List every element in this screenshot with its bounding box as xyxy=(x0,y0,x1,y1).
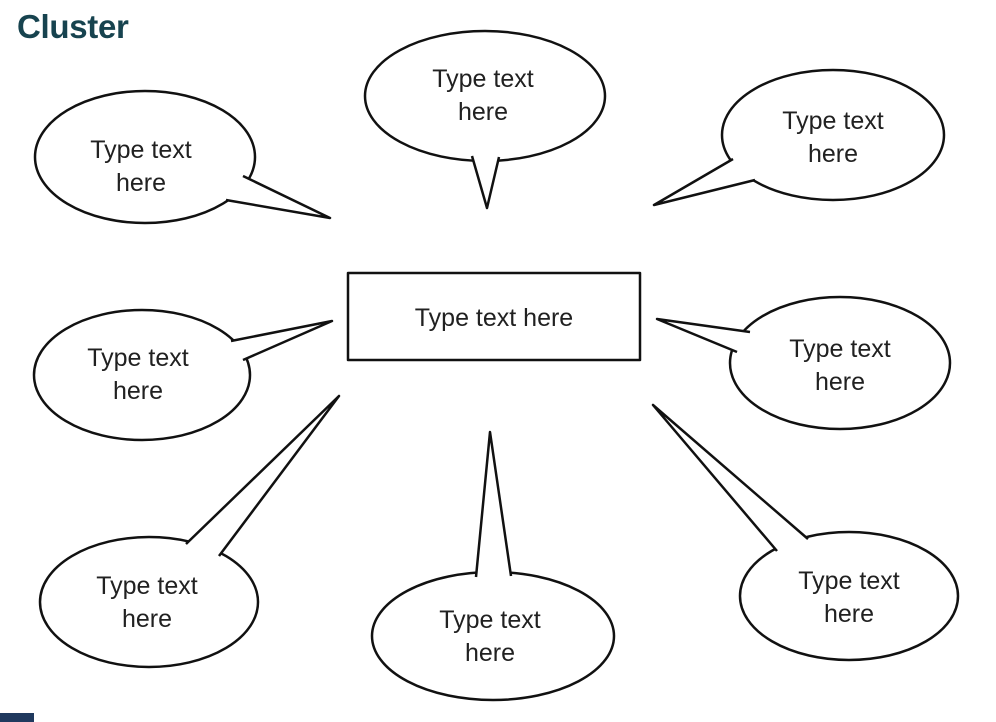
bubble-placeholder-text[interactable]: here xyxy=(824,600,874,628)
speech-bubble-bottom-center[interactable]: Type text here xyxy=(370,430,616,702)
speech-bubble-tail xyxy=(185,394,341,557)
center-box-rect[interactable] xyxy=(346,271,642,362)
bubble-placeholder-text[interactable]: Type text xyxy=(90,136,191,164)
speech-bubble-tail xyxy=(651,403,809,552)
bubble-placeholder-text[interactable]: here xyxy=(815,368,865,396)
bubble-placeholder-text[interactable]: Type text xyxy=(789,335,890,363)
speech-bubble-bottom-right[interactable]: Type text here xyxy=(651,403,960,662)
speech-bubble-top-center[interactable]: Type text here xyxy=(363,29,607,210)
speech-bubble-top-left[interactable]: Type text here xyxy=(33,89,332,225)
speech-bubble-top-right[interactable]: Type text here xyxy=(652,68,946,207)
speech-bubble-tail xyxy=(474,430,513,578)
bubble-placeholder-text[interactable]: here xyxy=(116,169,166,197)
speech-bubble-bottom-left[interactable]: Type text here xyxy=(38,394,341,669)
bubble-placeholder-text[interactable]: here xyxy=(122,605,172,633)
speech-bubble-body[interactable] xyxy=(363,29,607,163)
bubble-placeholder-text[interactable]: Type text xyxy=(87,344,188,372)
speech-bubble-middle-left[interactable]: Type text here xyxy=(32,308,334,442)
bubble-placeholder-text[interactable]: Type text xyxy=(96,572,197,600)
page-title: Cluster xyxy=(17,8,129,45)
speech-bubble-middle-right[interactable]: Type text here xyxy=(655,295,952,431)
bubble-placeholder-text[interactable]: here xyxy=(465,639,515,667)
speech-bubble-body[interactable] xyxy=(728,295,952,431)
speech-bubble-body[interactable] xyxy=(720,68,946,202)
bubble-placeholder-text[interactable]: here xyxy=(808,140,858,168)
speech-bubble-body[interactable] xyxy=(370,570,616,702)
speech-bubble-tail xyxy=(225,174,332,220)
speech-bubble-tail xyxy=(470,155,501,210)
speech-bubble-tail xyxy=(655,317,751,354)
center-box-placeholder-text[interactable]: Type text here xyxy=(415,304,573,332)
speech-bubble-body[interactable] xyxy=(33,89,257,225)
center-box[interactable]: Type text here xyxy=(346,271,642,362)
bottom-left-corner-bar xyxy=(0,713,34,722)
bubble-placeholder-text[interactable]: Type text xyxy=(432,65,533,93)
bubble-placeholder-text[interactable]: Type text xyxy=(782,107,883,135)
speech-bubble-tail xyxy=(652,157,756,207)
bubble-placeholder-text[interactable]: here xyxy=(458,98,508,126)
speech-bubble-tail xyxy=(230,319,334,362)
bubble-placeholder-text[interactable]: here xyxy=(113,377,163,405)
bubble-placeholder-text[interactable]: Type text xyxy=(798,567,899,595)
speech-bubble-body[interactable] xyxy=(38,535,260,669)
speech-bubble-body[interactable] xyxy=(32,308,252,442)
speech-bubble-body[interactable] xyxy=(738,530,960,662)
bubble-placeholder-text[interactable]: Type text xyxy=(439,606,540,634)
